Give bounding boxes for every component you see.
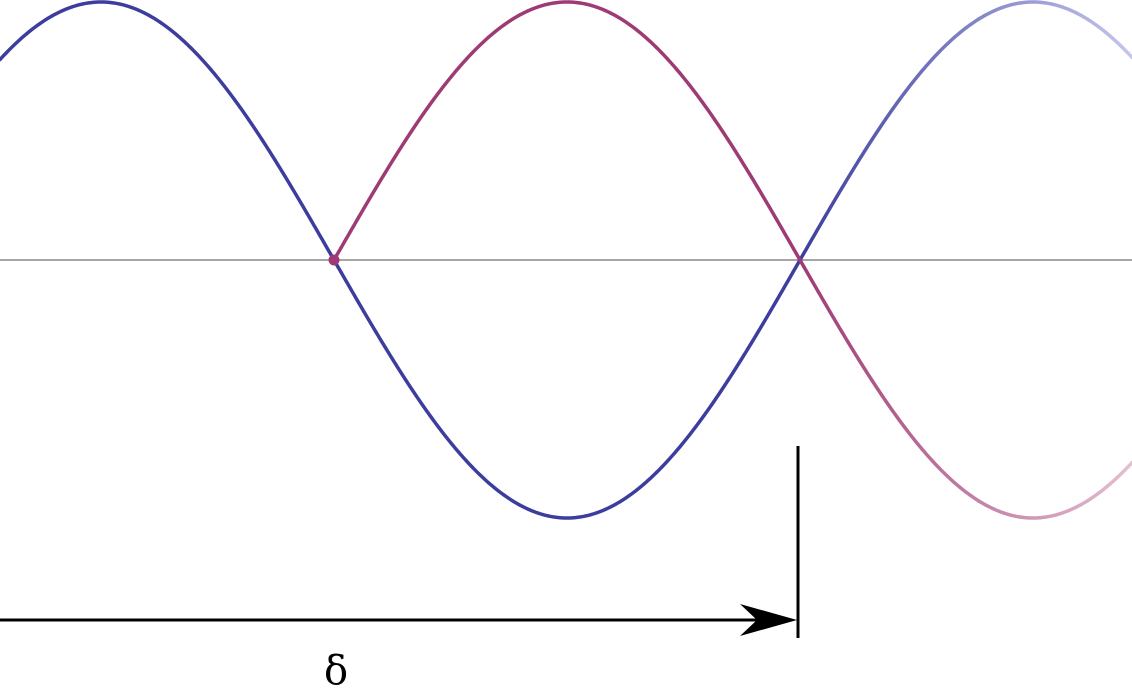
delta-arrowhead-icon	[740, 604, 797, 636]
shifted-wave	[332, 0, 802, 262]
reference-wave-faded-tail	[798, 0, 1132, 262]
delta-label: δ	[324, 648, 348, 688]
shifted-wave-start-dot	[328, 254, 340, 266]
shifted-wave-faded-tail	[798, 258, 1132, 520]
reference-wave	[0, 0, 802, 520]
